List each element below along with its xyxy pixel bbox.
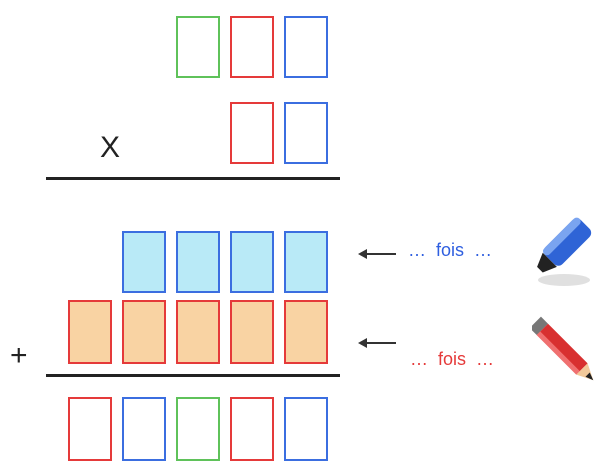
blue-marker-icon (537, 217, 592, 286)
result-digit-box (68, 397, 112, 461)
partial2-digit-box (122, 300, 166, 364)
multiplicand-digit-box (284, 16, 328, 78)
partial1-digit-box (176, 231, 220, 293)
partial2-fois-label: … fois … (410, 349, 495, 369)
plus-sign: + (10, 339, 28, 372)
partial2-digit-box (284, 300, 328, 364)
second-rule-line (46, 374, 340, 377)
first-rule-line (46, 177, 340, 180)
result-digit-box (122, 397, 166, 461)
multiplicand-digit-box (176, 16, 220, 78)
multiplier-digit-box (230, 102, 274, 164)
times-sign: X (100, 131, 121, 164)
red-pencil-icon (532, 316, 594, 381)
result-digit-box (176, 397, 220, 461)
partial2-digit-box (176, 300, 220, 364)
multiplier-digit-box (284, 102, 328, 164)
partial1-digit-box (284, 231, 328, 293)
left-arrow-icon (358, 338, 396, 348)
result-digit-box (230, 397, 274, 461)
result-digit-box (284, 397, 328, 461)
partial1-digit-box (122, 231, 166, 293)
partial2-digit-box (230, 300, 274, 364)
partial1-fois-label: … fois … (408, 240, 493, 260)
partial1-digit-box (230, 231, 274, 293)
left-arrow-icon (358, 249, 396, 259)
partial2-digit-box (68, 300, 112, 364)
multiplicand-digit-box (230, 16, 274, 78)
